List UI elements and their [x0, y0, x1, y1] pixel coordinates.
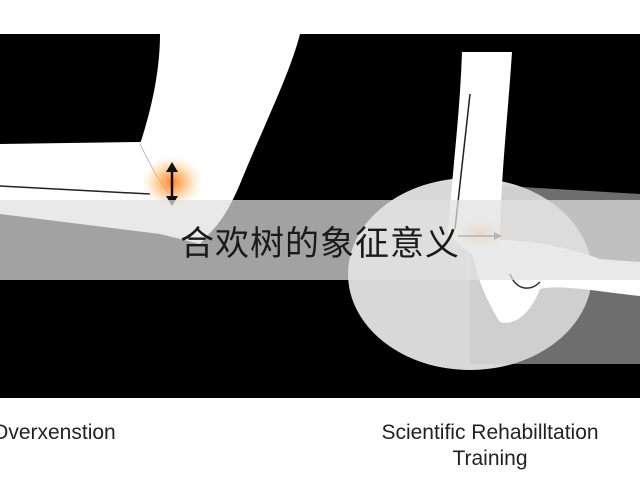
caption-right: Scientific Rehabilltation Training: [340, 420, 640, 472]
caption-right-line1: Scientific Rehabilltation: [381, 421, 599, 444]
banner-title: 合欢树的象征意义: [180, 223, 460, 264]
title-banner: 合欢树的象征意义: [0, 200, 640, 280]
caption-left: Overxenstion: [0, 421, 116, 444]
caption-right-line2: Training: [452, 447, 528, 470]
